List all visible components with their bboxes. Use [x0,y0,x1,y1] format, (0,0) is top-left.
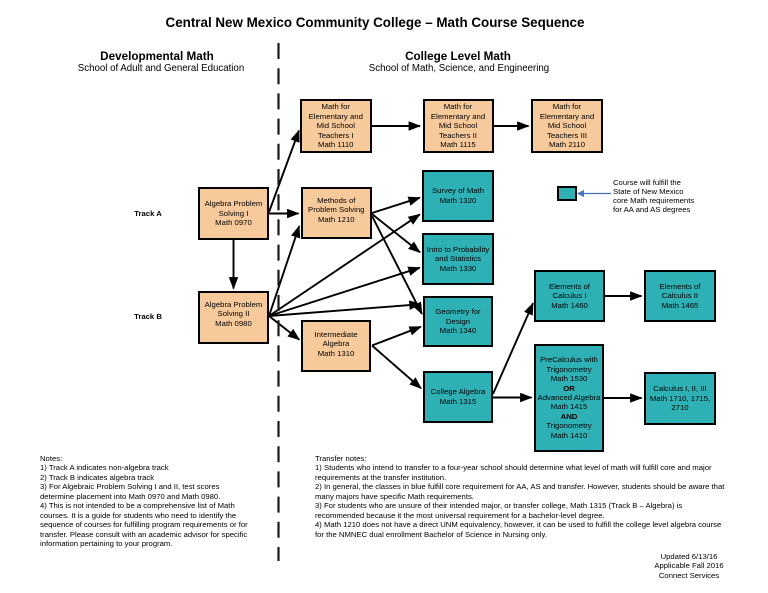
arrow-math0980-math1210 [268,225,301,317]
legend-swatch [557,186,577,201]
node-math-1115: Math for Elementary and Mid School Teach… [422,99,494,153]
node-math-2110: Math for Elementary and Mid School Teach… [531,99,603,153]
college-subheading: School of Math, Science, and Engineering [368,63,550,75]
arrow-math1315-math1460 [492,302,534,395]
node-math-1315: College Algebra Math 1315 [423,371,493,423]
arrow-math1210-math1340 [371,215,423,315]
arrow-math1310-math1315 [371,344,422,390]
node-math-0980: Algebra Problem Solving II Math 0980 [198,290,269,344]
node-math-1310: Intermediate Algebra Math 1310 [301,320,371,372]
node-math-0970: Algebra Problem Solving I Math 0970 [198,187,269,240]
notes-block: Notes: 1) Track A indicates non-algebra … [40,453,248,549]
node-math-1210: Methods of Problem Solving Math 1210 [301,187,372,239]
node-math-1465: Elements of Calculus II Math 1465 [644,270,716,322]
arrow-math1210-math1320 [371,196,421,214]
arrow-math1210-math1330 [371,213,421,254]
arrow-math0980-math1340 [268,300,422,317]
developmental-subheading: School of Adult and General Education [77,63,245,75]
node-calculus-1-2-3: Calculus I, II, III Math 1710, 1715, 271… [644,372,716,425]
page-title: Central New Mexico Community College – M… [165,14,585,30]
arrow-math0970-math1110 [268,129,300,213]
transfer-notes-block: Transfer notes: 1) Students who intend t… [315,453,725,539]
node-math-1320: Survey of Math Math 1320 [422,170,494,222]
node-math-1340: Geometry for Design Math 1340 [423,296,493,347]
arrow-math0980-math1310 [268,315,301,341]
college-heading: College Level Math [405,49,511,63]
node-math-1330: Intro to Probability and Statistics Math… [422,233,494,285]
developmental-heading: Developmental Math [100,49,214,63]
legend-text: Course will fulfill the State of New Mex… [613,177,695,215]
arrow-math1310-math1340 [371,325,422,347]
node-math-1110: Math for Elementary and Mid School Teach… [300,99,372,153]
track-b-label: Track B [134,312,162,321]
arrow-math0980-math1330 [268,266,421,317]
footer-block: Updated 6/13/16 Applicable Fall 2016 Con… [654,551,724,580]
course-arrows-group [228,121,643,403]
node-math-1460: Elements of Calculus I Math 1460 [534,270,605,322]
node-precalc-group: PreCalculus with Trigonometry Math 1530 … [534,344,604,452]
track-a-label: Track A [134,208,162,218]
